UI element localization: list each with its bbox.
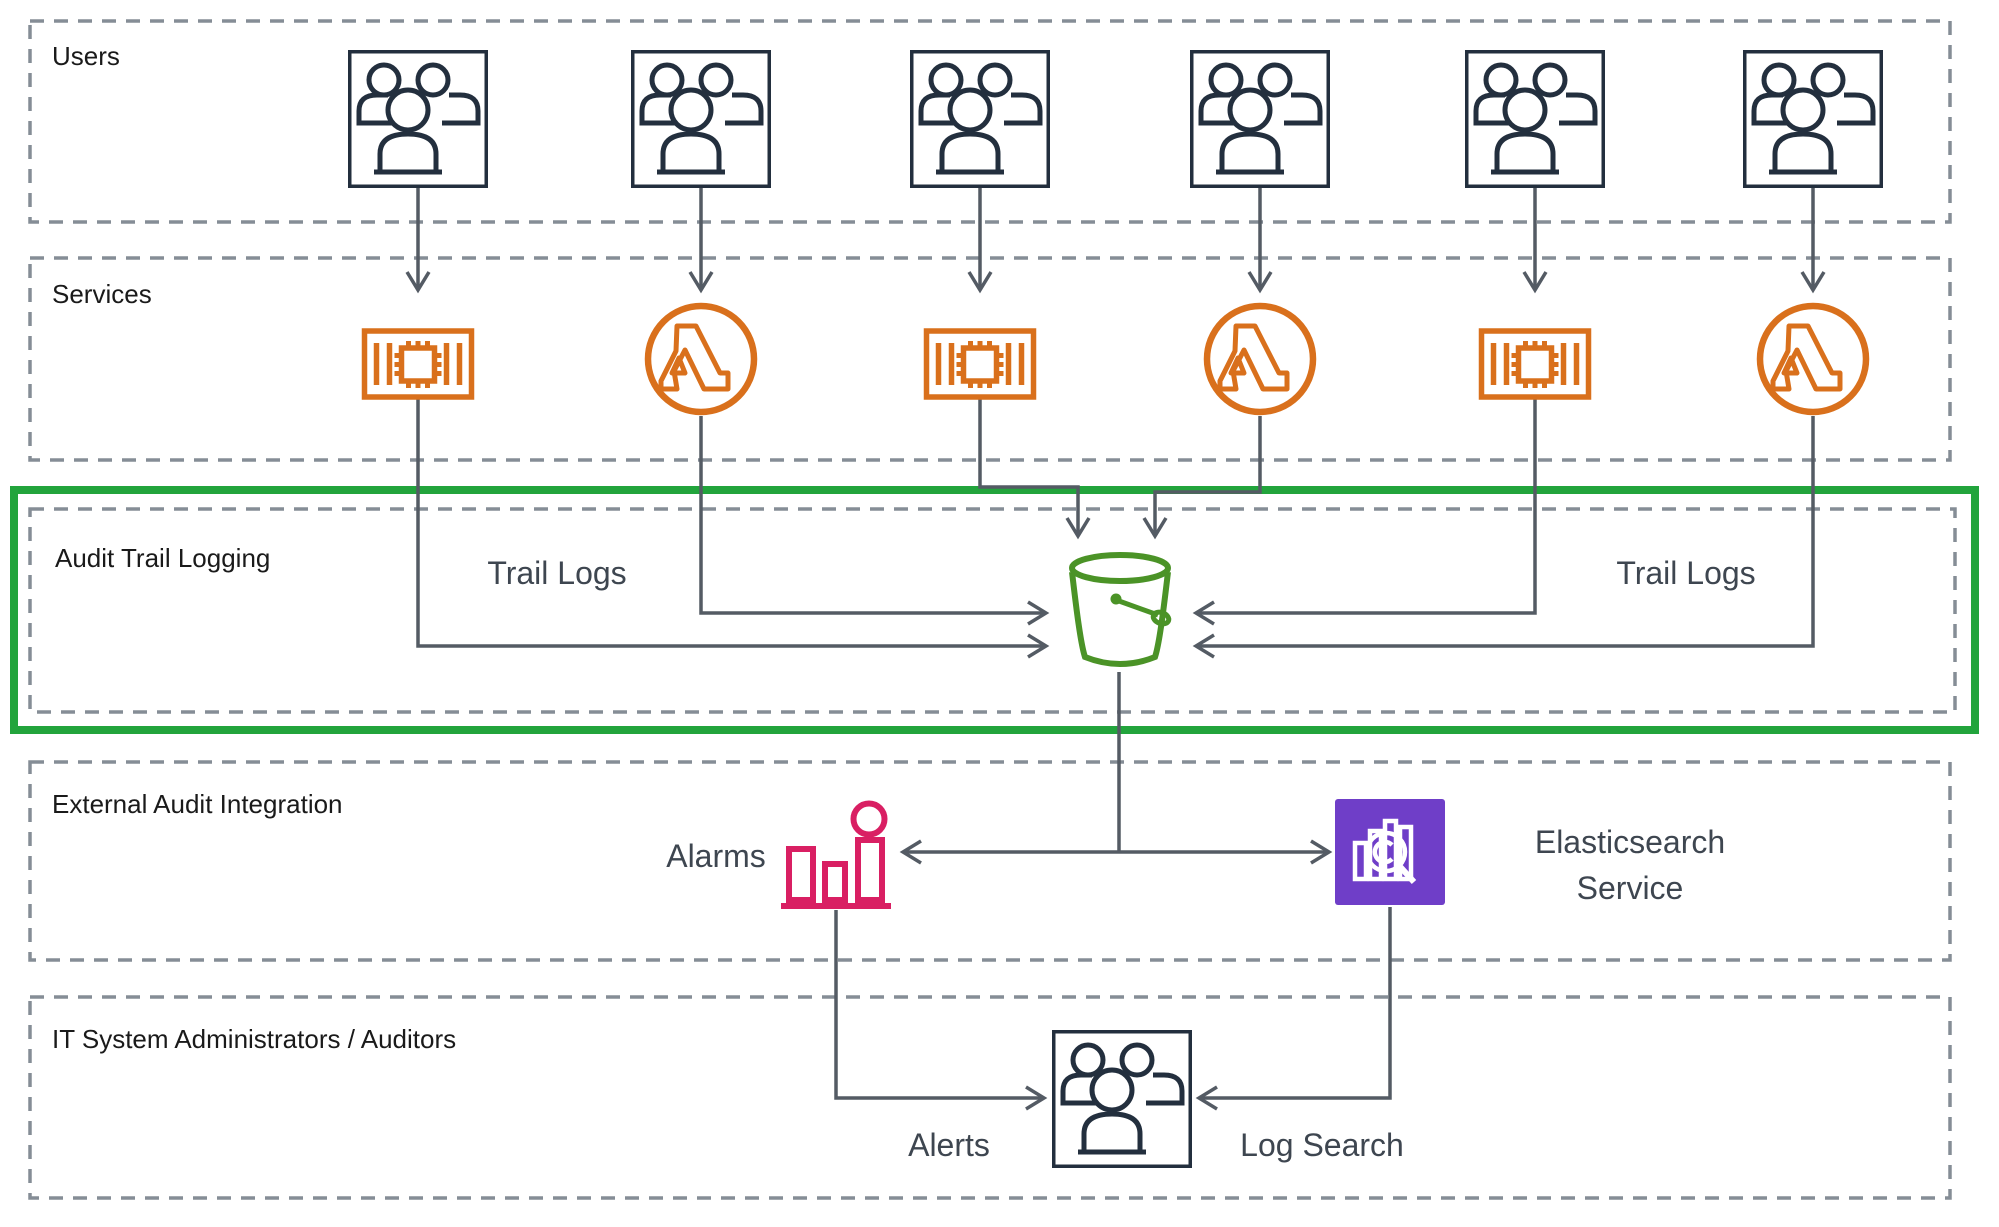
external-audit-band-label: External Audit Integration	[52, 789, 343, 819]
cloudwatch-alarm-icon	[781, 804, 891, 907]
users-group-icon	[1192, 52, 1329, 187]
audit-band-outline	[28, 507, 1957, 714]
audit-trail-logging-highlight-box	[10, 486, 1979, 734]
admin-users-icon	[1054, 1032, 1191, 1167]
users-group-icon	[912, 52, 1049, 187]
container-service-icon	[1482, 331, 1589, 397]
external-audit-band-outline	[28, 760, 1952, 962]
log-search-label: Log Search	[1240, 1127, 1404, 1163]
trail-logs-right-label: Trail Logs	[1616, 555, 1755, 591]
admins-band-label: IT System Administrators / Auditors	[52, 1024, 456, 1054]
trail-logs-left-label: Trail Logs	[487, 555, 626, 591]
container-service-icon	[927, 331, 1034, 397]
lambda-function-icon	[1207, 306, 1313, 412]
elasticsearch-label-line2: Service	[1577, 870, 1684, 906]
elasticsearch-service-icon	[1335, 799, 1445, 905]
elasticsearch-label-line1: Elasticsearch	[1535, 824, 1725, 860]
alerts-route-alarms-to-admins	[834, 910, 1048, 1111]
trail-route-service1-to-bucket	[416, 396, 1050, 659]
logsearch-route-es-to-admins	[1195, 907, 1392, 1111]
services-band-outline	[28, 256, 1952, 462]
s3-bucket-icon	[1072, 555, 1170, 664]
trail-route-service5-to-bucket	[1192, 396, 1537, 626]
trail-route-service4-to-bucket	[1142, 416, 1262, 540]
users-group-icon	[633, 52, 770, 187]
lambda-function-icon	[1760, 306, 1866, 412]
container-service-icon	[365, 331, 472, 397]
trail-route-service6-to-bucket	[1192, 416, 1815, 659]
lambda-function-icon	[648, 306, 754, 412]
services-band-label: Services	[52, 279, 152, 309]
users-band-outline	[28, 19, 1952, 224]
audit-trail-logging-band-label: Audit Trail Logging	[55, 543, 270, 573]
alarms-label: Alarms	[666, 838, 766, 874]
users-group-icon	[1745, 52, 1882, 187]
users-band-label: Users	[52, 41, 120, 71]
admins-band-outline	[28, 995, 1952, 1200]
trail-route-service2-to-bucket	[699, 416, 1050, 626]
alerts-label: Alerts	[908, 1127, 990, 1163]
users-group-icon	[1467, 52, 1604, 187]
trail-route-service3-to-bucket	[978, 396, 1091, 540]
users-group-icon	[350, 52, 487, 187]
